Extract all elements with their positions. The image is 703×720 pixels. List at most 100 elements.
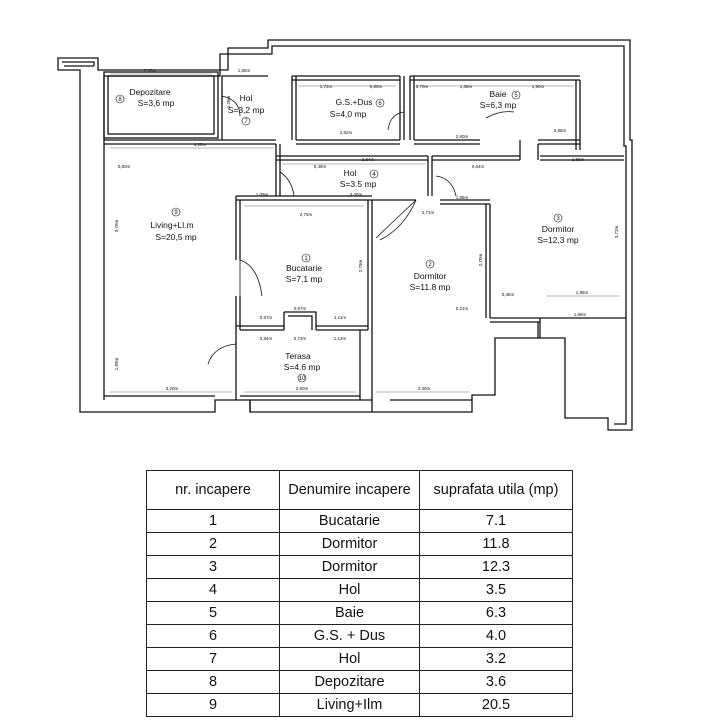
room-name-cell: Baie [279,601,420,625]
dimension-label: 2,82m [340,130,353,135]
dimension-label: 3,30m [350,192,363,197]
dimension-label: 3,72m [614,225,619,238]
dimension-label: 0,84m [472,164,485,169]
room-name: Dormitor [414,271,447,281]
room-number-cell: 4 [146,578,280,602]
room-name: Living+Ll.m [150,220,193,230]
room-area-cell: 4.0 [419,624,573,648]
dimension-label: 3,76m [114,219,119,232]
dimension-label: 1,86m [576,290,589,295]
dimension-label: 2,35m [144,68,157,73]
dimension-label: 3,20m [166,386,179,391]
dimension-label: 0,73m [294,336,307,341]
rooms-table: nr. incapere Denumire incapere suprafata… [146,470,573,717]
room-name-cell: Hol [279,578,420,602]
dimension-label: 1,85m [238,68,251,73]
dimension-label: 2,80m [296,386,309,391]
room-number-circles [115,90,563,383]
dimension-label: 0,21m [456,306,469,311]
dimension-label: 2,79m [358,259,363,272]
room-name-cell: Depozitare [279,670,420,694]
room-name: Bucatarie [286,263,322,273]
room-area: S=11.8 mp [410,282,451,292]
room-number-cell: 8 [146,670,280,694]
room-name: Depozitare [129,87,170,97]
table-header-row: nr. incapere Denumire incapere suprafata… [146,470,573,510]
room-number-cell: 9 [146,693,280,717]
room-number: 10 [299,376,306,382]
dimension-label: 1,11m [334,315,346,320]
dimension-label: 0,85m [554,128,567,133]
doors [207,95,515,365]
room-area-cell: 20.5 [419,693,573,717]
room-area: S=20,5 mp [155,232,197,242]
dimension-labels: 2,35m 1,85m 1,72m 0,80m 0,70m 1,36m 1,90… [114,68,619,391]
dimension-label: 0,84m [260,336,273,341]
room-area: S=3,2 mp [228,105,265,115]
room-name-cell: Dormitor [279,555,420,579]
room-number: 8 [118,97,122,103]
room-area-cell: 12.3 [419,555,573,579]
floor-plan: Depozitare S=3,6 mp 8 Hol S=3,2 mp 7 G.S… [57,39,633,431]
dimension-label: 1,86m [572,157,585,162]
room-area: S=3,6 mp [138,98,175,108]
dimension-label: 0,97m [260,315,273,320]
walls [57,39,633,431]
room-name: G.S.+Dus [335,97,372,107]
dimension-label: 2,30m [418,386,431,391]
dimension-label: 4,20m [194,142,207,147]
dimension-label: 1,36m [460,84,473,89]
room-area-cell: 3.2 [419,647,573,671]
room-area: S=3.5 mp [340,179,377,189]
room-number-cell: 5 [146,601,280,625]
room-name: Hol [344,168,357,178]
room-number-cell: 6 [146,624,280,648]
dimension-label: 1,86m [456,195,469,200]
room-labels: Depozitare S=3,6 mp 8 Hol S=3,2 mp 7 G.S… [118,87,579,382]
dimension-label: 0,70m [416,84,429,89]
dimension-label: 0,45m [502,292,515,297]
room-area-cell: 6.3 [419,601,573,625]
room-area: S=12,3 mp [537,235,579,245]
room-name-cell: Living+Ilm [279,693,420,717]
dimension-label: 2,70m [478,253,483,266]
room-number-cell: 7 [146,647,280,671]
dimension-label: 2,84m [362,157,375,162]
room-area: S=6,3 mp [480,100,517,110]
dimension-label: 1,26m [226,95,231,108]
room-name-cell: G.S. + Dus [279,624,420,648]
dimension-label: 1,72m [320,84,333,89]
dimension-label: 0,67m [294,306,307,311]
room-name-cell: Bucatarie [279,509,420,533]
dimension-label: 2,71m [422,210,435,215]
dimension-label: 1,90m [532,84,545,89]
room-name: Baie [489,89,506,99]
dimension-label: 1,86m [574,312,587,317]
room-area: S=4,0 mp [330,109,367,119]
room-number-cell: 1 [146,509,280,533]
dimension-label: 2,80m [456,134,469,139]
room-number: 1 [304,256,308,262]
header-room-name: Denumire incapere [279,470,420,510]
room-number: 4 [372,172,376,178]
header-room-area: suprafata utila (mp) [419,470,573,510]
dimension-lines [110,73,620,393]
room-name: Dormitor [542,224,575,234]
room-number-cell: 2 [146,532,280,556]
room-number: 3 [556,216,560,222]
dimension-label: 2,75m [300,212,313,217]
dimension-label: 0,49m [314,164,327,169]
room-number: 5 [514,93,518,99]
room-area: S=4.6 mp [284,362,321,372]
room-number: 7 [244,119,248,125]
room-name: Terasa [285,351,311,361]
